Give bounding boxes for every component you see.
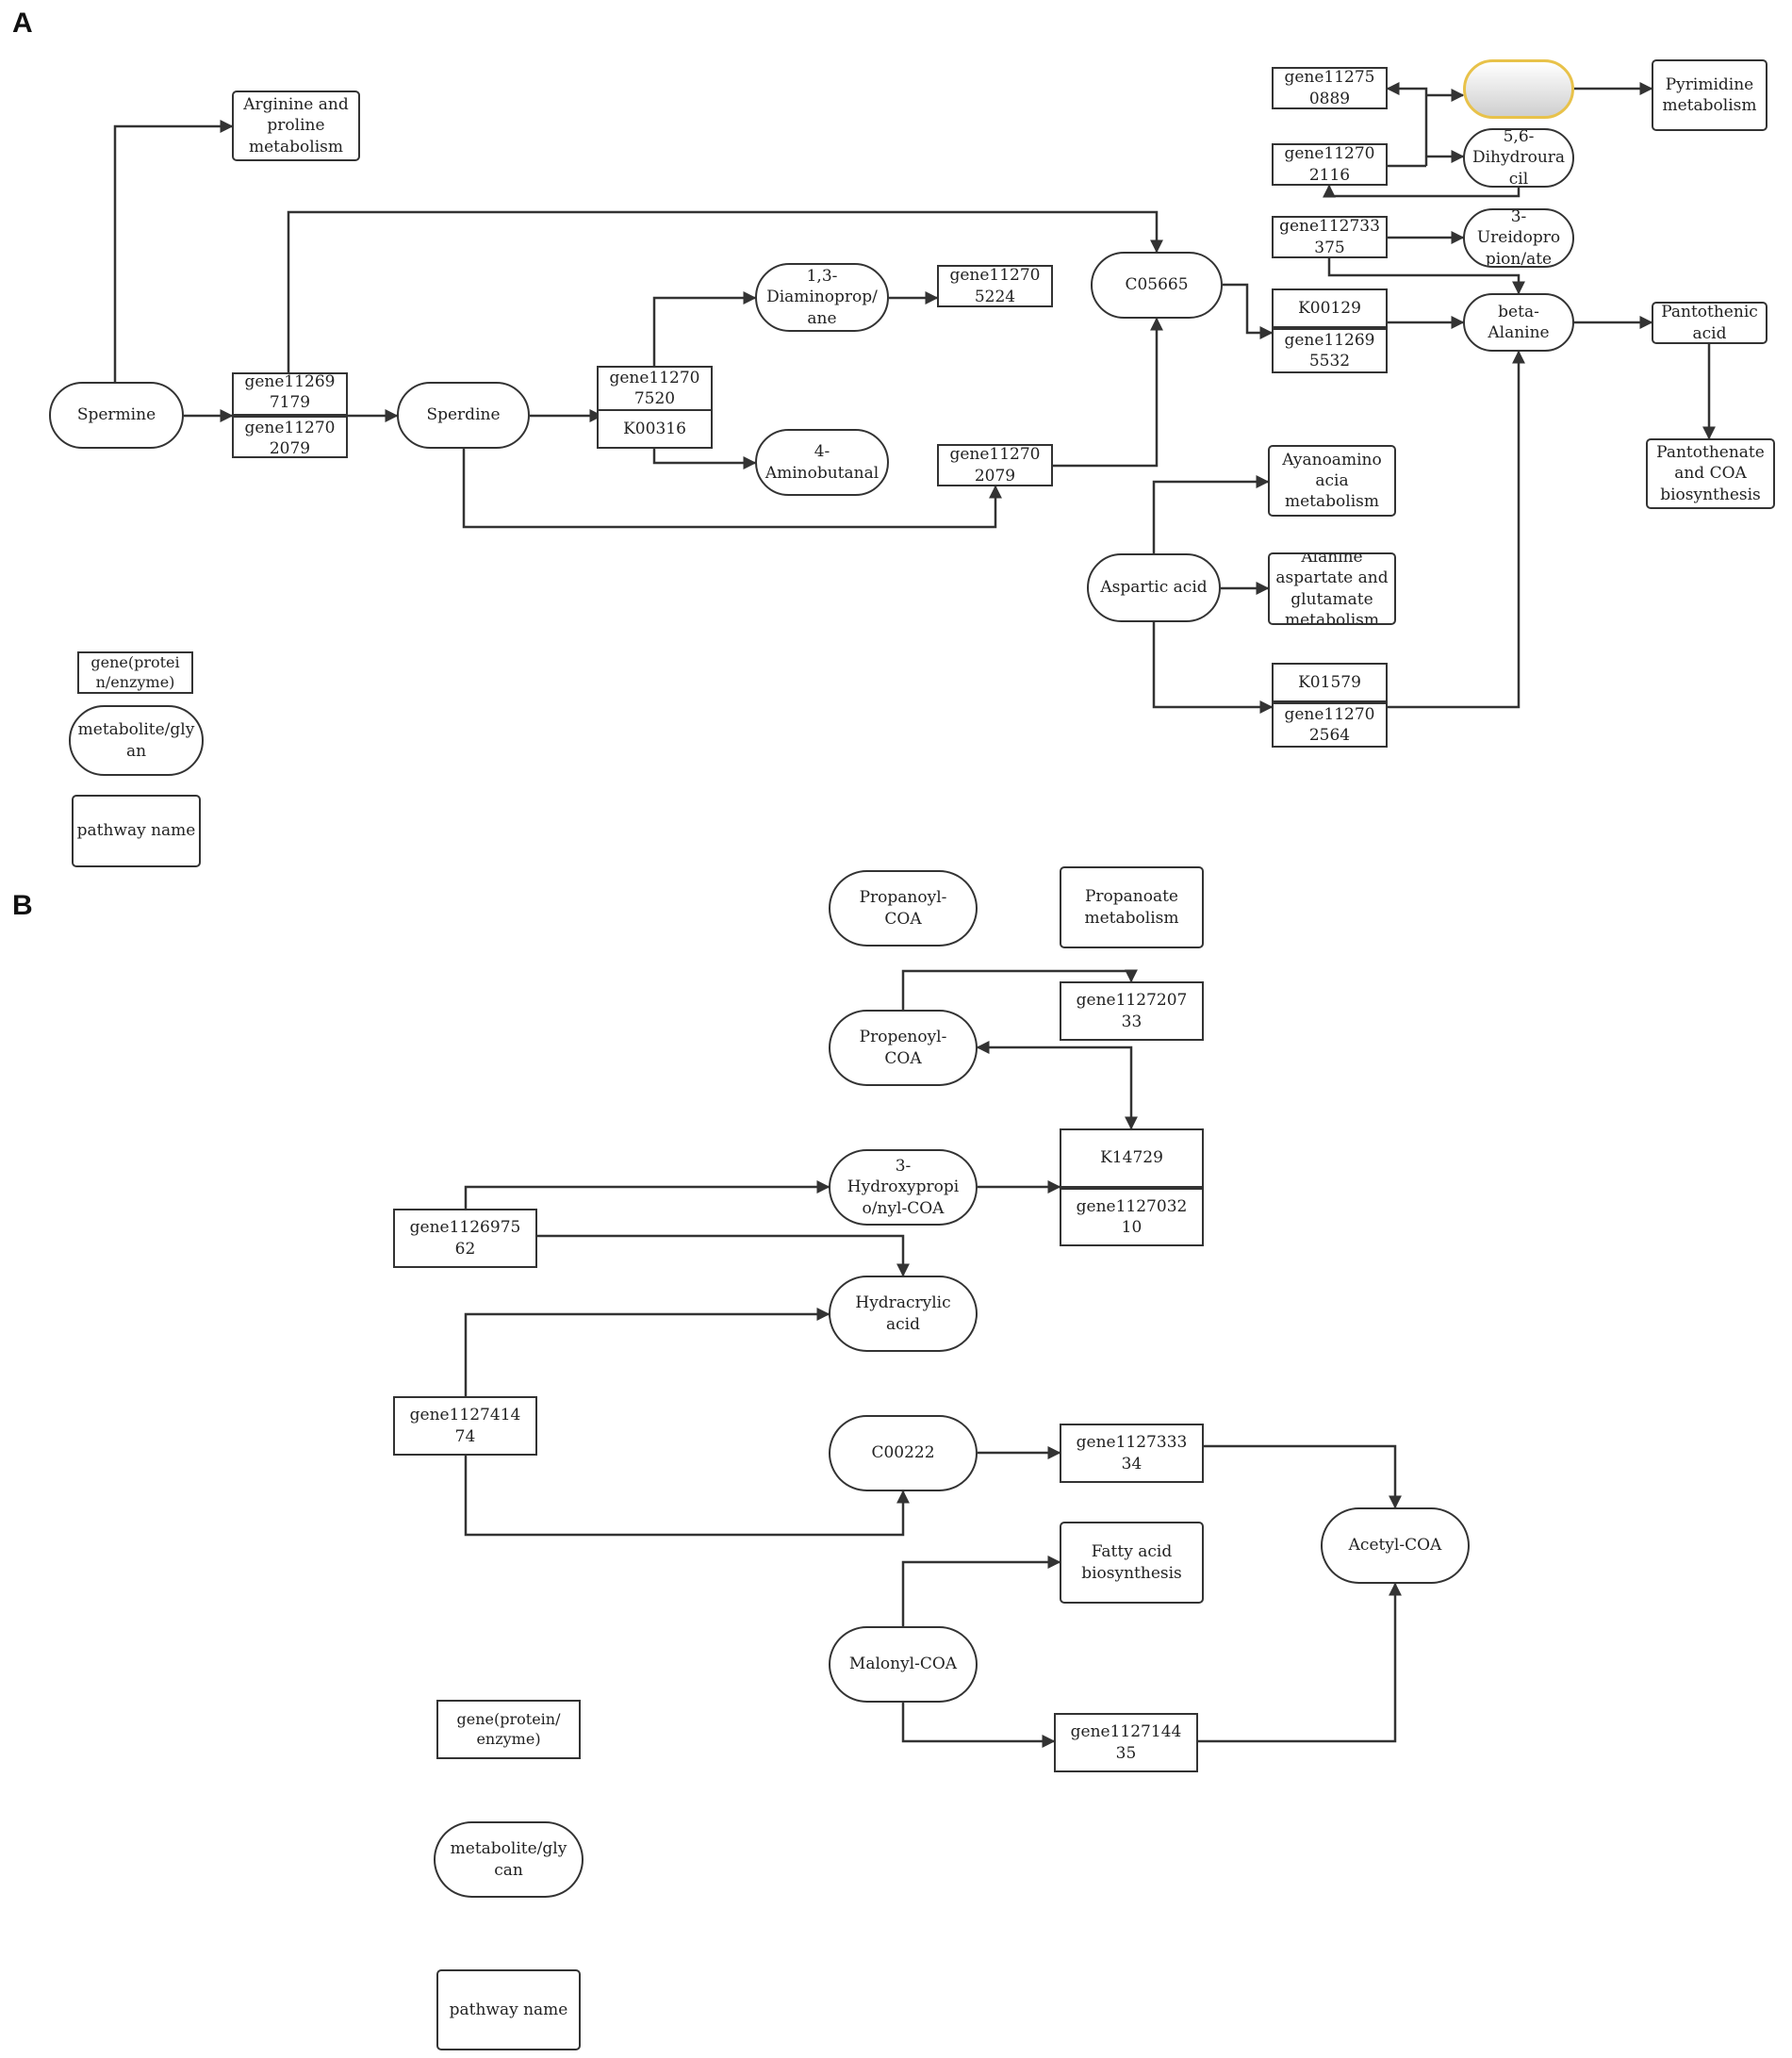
edge-a-spermine-arginine (113, 120, 234, 382)
edge-a-gene2079-c05665 (1053, 317, 1163, 468)
metabolite-unlabeled-highlight (1463, 59, 1574, 119)
metabolite-beta-alanine: beta-Alanine (1463, 293, 1574, 352)
edge-b-malonyl-gene35 (901, 1703, 1056, 1748)
metabolite-acetyl-coa: Acetyl-COA (1321, 1507, 1470, 1584)
edge-a-sperdine-gene2079 (462, 449, 1002, 529)
metabolite-c05665: C05665 (1091, 252, 1223, 319)
metabolite-diaminopropane: 1,3-Diaminoprop/ane (755, 263, 889, 332)
edge-b-malonyl-fatty (901, 1556, 1061, 1626)
edge-a-k01579-betaalanine (1388, 350, 1525, 709)
metabolite-propanoyl-coa: Propanoyl-COA (829, 870, 978, 947)
metabolite-sperdine: Sperdine (397, 382, 530, 449)
edge-b-gene74-c00222 (464, 1456, 910, 1537)
edge-b-k14729-propenoyl (976, 1041, 1138, 1130)
legend-gene-box-b: gene(protein/enzyme) (436, 1700, 581, 1759)
edge-b-gene74-hydracrylic (464, 1308, 830, 1396)
edge-a-c05665-k00129 (1223, 283, 1274, 339)
edge-a-gene-diaminopropane (652, 291, 757, 366)
ko-k00129: K00129 (1274, 290, 1386, 330)
legend-pathway-box-a: pathway name (72, 795, 201, 867)
edge-a-aspartic-ayano (1152, 475, 1270, 553)
edge-b-gene62-hydracrylic (537, 1234, 910, 1277)
edge-b-gene34-acetyl (1204, 1444, 1402, 1509)
metabolite-c00222: C00222 (829, 1415, 978, 1491)
metabolite-aspartic-acid: Aspartic acid (1087, 553, 1221, 622)
metabolite-aminobutanal: 4-Aminobutanal (755, 429, 889, 496)
edge-b-gene35-acetyl (1198, 1582, 1402, 1743)
edge-b-gene62-hydroxy (464, 1180, 830, 1209)
ko-k14729: K14729 (1061, 1130, 1202, 1190)
legend-pathway-box-b: pathway name (436, 1969, 581, 2050)
edge-b-propenoyl-gene (901, 969, 1138, 1010)
edge-a-gene-c05665 (287, 210, 1163, 372)
metabolite-malonyl-coa: Malonyl-COA (829, 1626, 978, 1703)
edge-a-dihydrouracil-2116 (1323, 184, 1521, 198)
edge-a-375-betaalanine (1327, 258, 1525, 295)
ko-k00316: K00316 (623, 420, 686, 439)
metabolite-spermine: Spermine (49, 382, 184, 449)
edge-a-branch-up-0889 (1386, 82, 1428, 166)
panel-label-a: A (12, 8, 33, 39)
ko-k01579: K01579 (1274, 665, 1386, 704)
edge-a-gene-aminobutanal (652, 449, 757, 469)
metabolite-propenoyl-coa: Propenoyl-COA (829, 1010, 978, 1086)
panel-label-b: B (12, 890, 33, 921)
edge-a-aspartic-k01579 (1152, 622, 1274, 714)
